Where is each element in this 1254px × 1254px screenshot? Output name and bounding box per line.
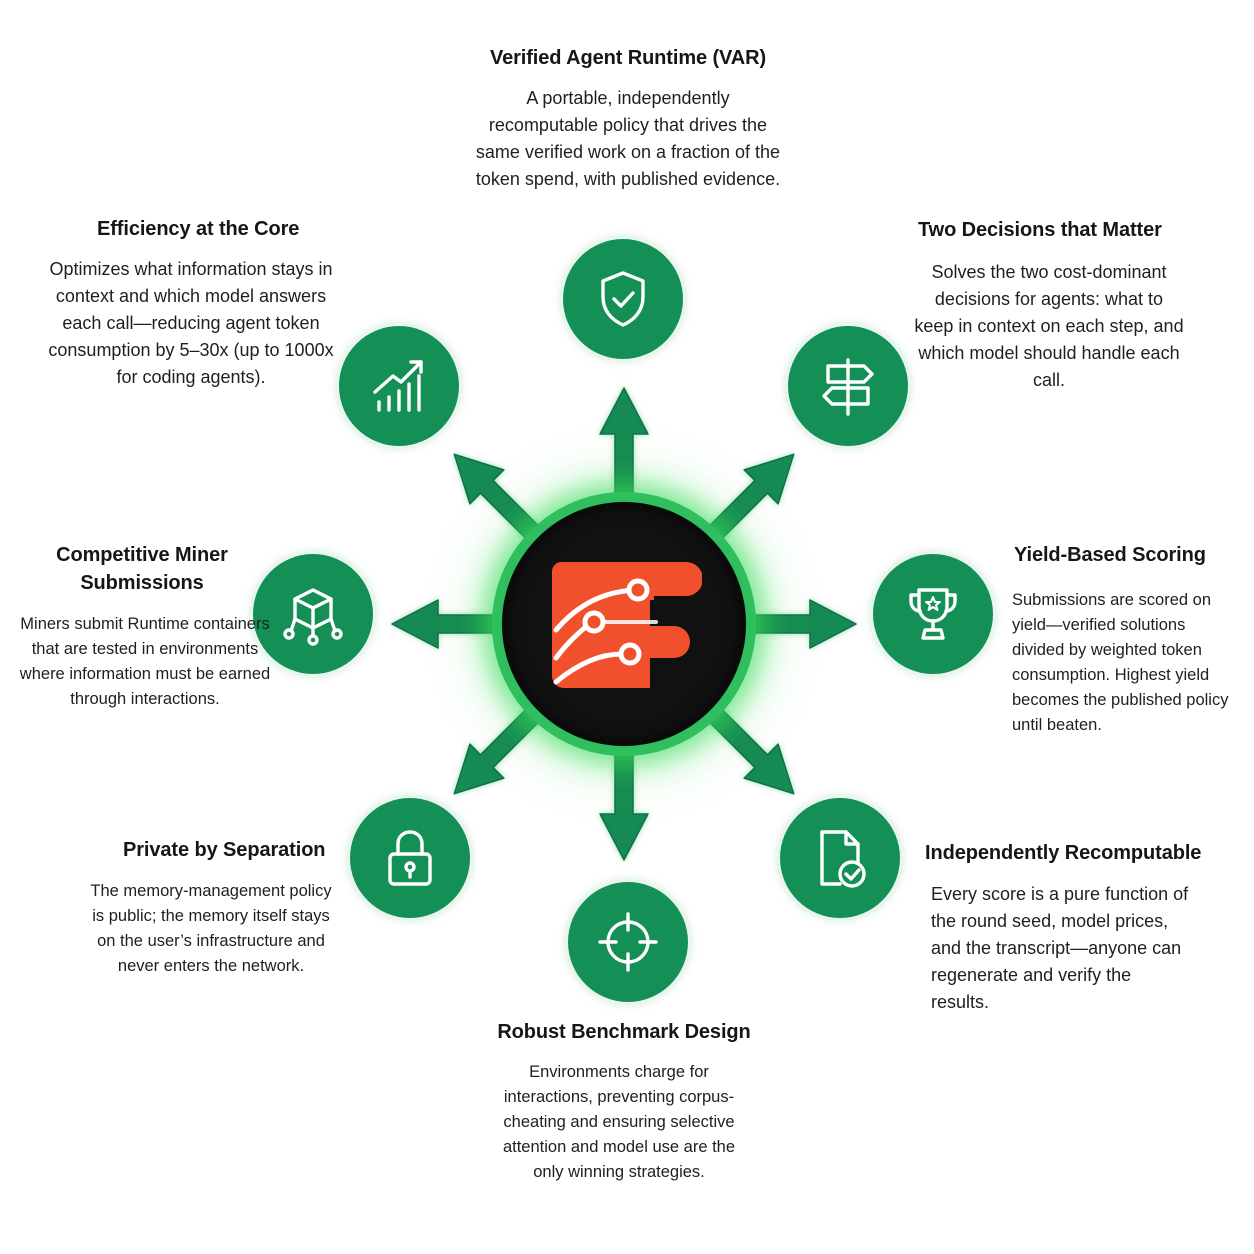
- miners-title: Competitive Miner Submissions: [56, 544, 228, 594]
- private-description: The memory-management policy is public; …: [90, 882, 332, 975]
- arrow-right: [745, 599, 857, 649]
- signpost-icon: [822, 358, 874, 416]
- two-decisions-title: Two Decisions that Matter: [918, 219, 1162, 241]
- two-decisions-description: Solves the two cost-dominant decisions f…: [914, 262, 1184, 390]
- arrow-left: [391, 599, 503, 649]
- cube-network-icon: [283, 588, 343, 646]
- private-title: Private by Separation: [123, 839, 326, 861]
- padlock-icon: [388, 830, 432, 886]
- benchmark-title: Robust Benchmark Design: [497, 1021, 751, 1043]
- arrow-down-left: [453, 703, 545, 795]
- document-check-icon: [820, 830, 866, 888]
- recomputable-title: Independently Recomputable: [925, 842, 1202, 864]
- recomputable-description: Every score is a pure function of the ro…: [931, 884, 1189, 1012]
- yield-title: Yield-Based Scoring: [1014, 544, 1206, 566]
- arrow-up-right: [703, 453, 795, 545]
- var-node: [563, 239, 683, 359]
- miners-node: [253, 554, 373, 674]
- benchmark-node: [568, 882, 688, 1002]
- trophy-icon: [909, 588, 957, 640]
- efficiency-node: [339, 326, 459, 446]
- arrow-up: [599, 387, 649, 503]
- two-decisions-node: [788, 326, 908, 446]
- efficiency-description: Optimizes what information stays in cont…: [48, 259, 334, 387]
- recomputable-node: [780, 798, 900, 918]
- shield-check-icon: [601, 271, 645, 327]
- arrow-down-right: [703, 703, 795, 795]
- var-description: A portable, independently recomputable p…: [475, 88, 781, 189]
- yield-description: Submissions are scored on yield—verified…: [1012, 591, 1229, 734]
- orange-circuit-e-logo-icon: [551, 561, 702, 688]
- miners-description: Miners submit Runtime containers that ar…: [19, 615, 271, 708]
- yield-node: [873, 554, 993, 674]
- var-title: Verified Agent Runtime (VAR): [489, 47, 767, 69]
- crosshair-icon: [598, 912, 658, 972]
- efficiency-title: Efficiency at the Core: [97, 218, 300, 240]
- growth-chart-icon: [373, 360, 423, 412]
- arrow-up-left: [453, 453, 545, 545]
- private-node: [350, 798, 470, 918]
- benchmark-description: Environments charge for interactions, pr…: [502, 1063, 736, 1181]
- arrow-down: [599, 745, 649, 861]
